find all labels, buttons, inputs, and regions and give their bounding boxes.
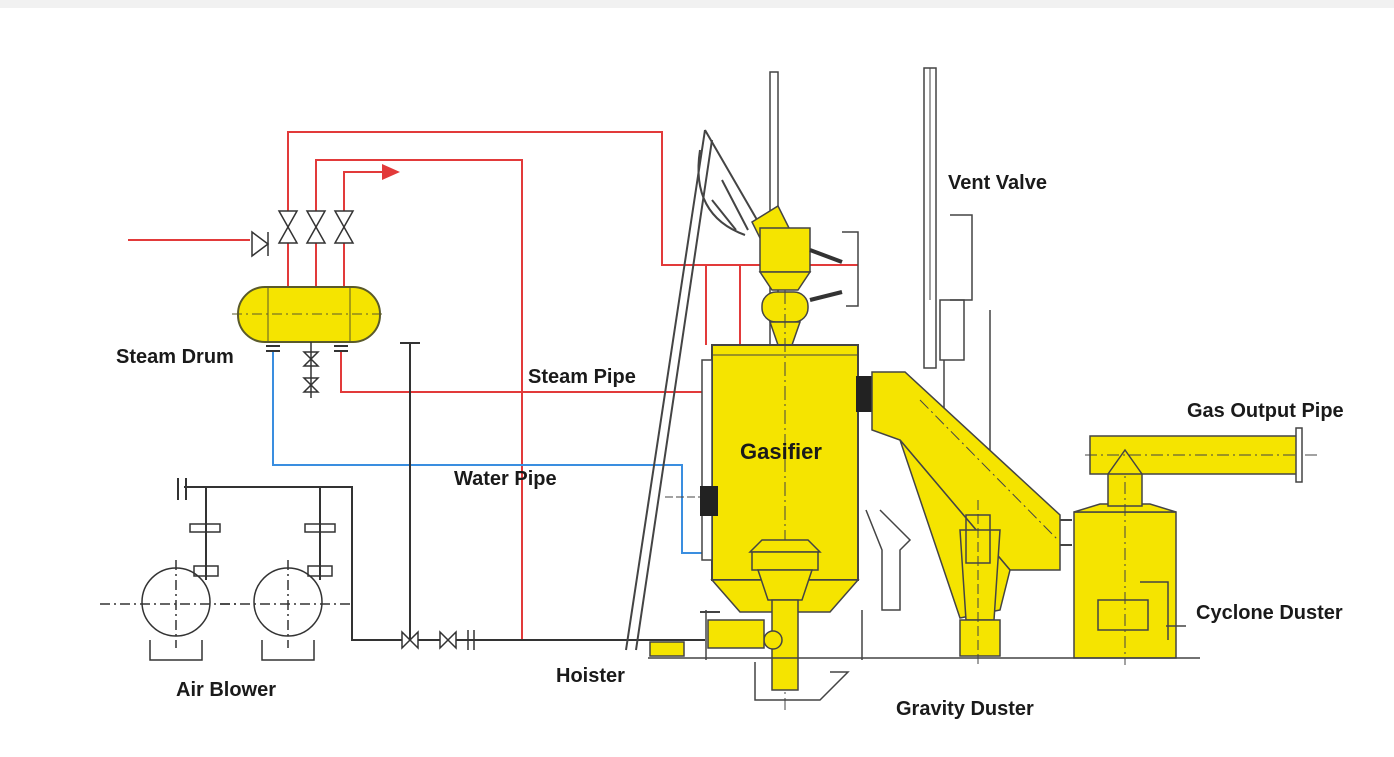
label-cyclone-duster: Cyclone Duster — [1196, 602, 1343, 624]
label-air-blower: Air Blower — [176, 679, 277, 701]
top-band — [0, 0, 1394, 8]
label-gravity-duster: Gravity Duster — [896, 698, 1034, 720]
air-lines — [177, 342, 705, 641]
gasifier — [665, 71, 912, 710]
air-blower-2 — [220, 523, 352, 661]
air-valves — [401, 630, 475, 650]
hoister — [625, 129, 761, 657]
label-vent-valve: Vent Valve — [948, 172, 1047, 194]
steam-drum — [232, 286, 386, 398]
drain-valves — [302, 351, 320, 393]
label-steam-drum: Steam Drum — [116, 346, 234, 368]
label-water-pipe: Water Pipe — [454, 468, 557, 490]
gravity-duster — [871, 67, 1072, 665]
water-pipe-line — [272, 352, 708, 554]
label-hoister: Hoister — [556, 665, 625, 687]
gas-output-pipe — [1085, 427, 1318, 483]
steam-lines — [128, 131, 858, 640]
cyclone-duster — [1073, 460, 1186, 665]
steam-valves — [251, 210, 355, 258]
label-steam-pipe: Steam Pipe — [528, 366, 636, 388]
label-gas-output-pipe: Gas Output Pipe — [1187, 400, 1344, 422]
label-gasifier: Gasifier — [740, 439, 822, 464]
air-blower-1 — [100, 523, 240, 661]
